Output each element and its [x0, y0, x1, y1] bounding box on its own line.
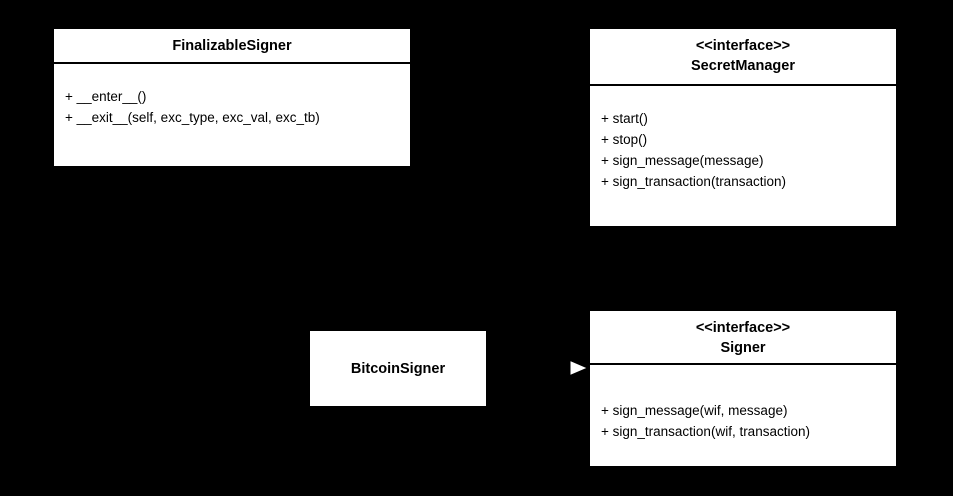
class-box-bitcoin-signer[interactable]: BitcoinSigner	[309, 330, 487, 407]
class-box-signer[interactable]: <<interface>> Signer + sign_message(wif,…	[589, 310, 897, 467]
class-header-secret-manager: <<interface>> SecretManager	[590, 29, 896, 86]
class-stereotype-secret-manager: <<interface>>	[695, 38, 791, 54]
class-member: + start()	[601, 111, 648, 126]
class-member: + sign_transaction(transaction)	[601, 174, 786, 189]
class-member: + __exit__(self, exc_type, exc_val, exc_…	[65, 110, 320, 125]
class-box-finalizable-signer[interactable]: FinalizableSigner + __enter__() + __exit…	[53, 28, 411, 167]
class-members-signer: + sign_message(wif, message) + sign_tran…	[590, 365, 896, 442]
generalization-arrowhead-icon	[570, 361, 587, 375]
class-member: + __enter__()	[65, 89, 147, 104]
generalization-bitcoin-signer-to-signer	[487, 361, 587, 375]
class-title-signer: Signer	[720, 340, 766, 356]
class-members-finalizable-signer: + __enter__() + __exit__(self, exc_type,…	[54, 64, 410, 128]
class-member: + stop()	[601, 132, 648, 147]
class-member: + sign_transaction(wif, transaction)	[601, 424, 810, 439]
class-title-finalizable-signer: FinalizableSigner	[172, 38, 292, 54]
class-title-bitcoin-signer: BitcoinSigner	[350, 360, 446, 377]
class-header-signer: <<interface>> Signer	[590, 311, 896, 365]
class-stereotype-signer: <<interface>>	[695, 320, 791, 336]
class-box-secret-manager[interactable]: <<interface>> SecretManager + start() + …	[589, 28, 897, 227]
class-header-bitcoin-signer: BitcoinSigner	[351, 359, 445, 379]
class-header-finalizable-signer: FinalizableSigner	[54, 29, 410, 64]
class-member: + sign_message(wif, message)	[601, 403, 788, 418]
class-member: + sign_message(message)	[601, 153, 764, 168]
class-title-secret-manager: SecretManager	[691, 58, 795, 74]
class-members-secret-manager: + start() + stop() + sign_message(messag…	[590, 86, 896, 192]
